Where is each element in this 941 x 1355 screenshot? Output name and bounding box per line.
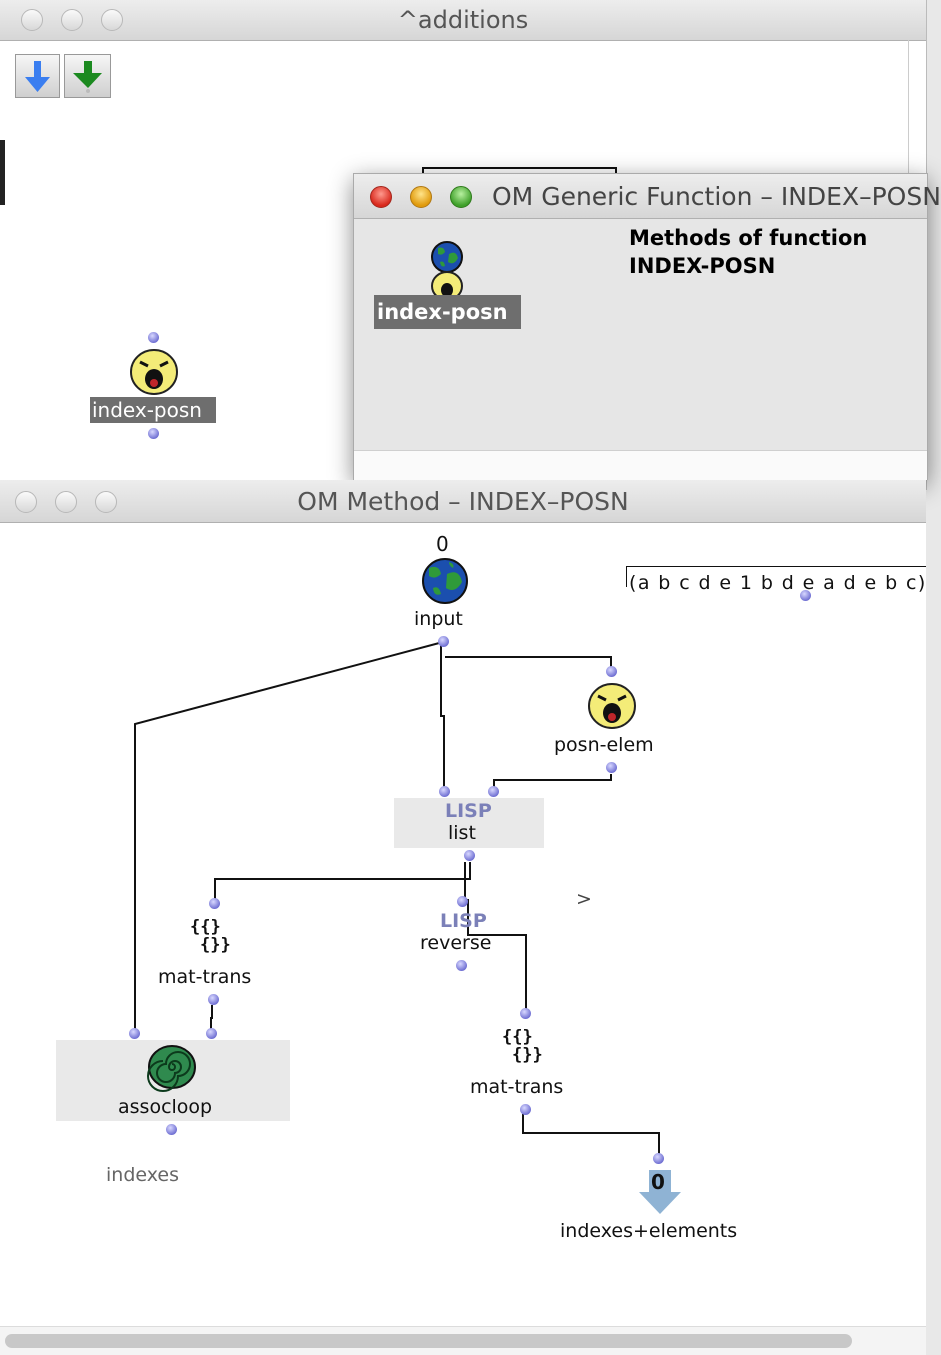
indexes-output-label[interactable]: indexes [106,1164,179,1186]
additions-titlebar[interactable]: ^additions [0,0,926,41]
input-index: 0 [436,532,449,556]
spiral-loop-icon [147,1045,196,1092]
mat-trans-to-assocloop-line [210,1005,213,1030]
method-title: OM Method – INDEX–POSN [297,487,629,516]
green-down-arrow-icon [73,61,102,93]
blue-down-arrow-icon [25,61,50,92]
generic-minimize-button[interactable] [410,186,432,208]
reverse-lisp-icon: LISP [440,910,487,932]
reverse-to-mat-trans-line [467,899,527,1010]
list-inlet-2[interactable] [488,786,499,797]
input-to-assocloop-line [134,641,444,1030]
input-outlet[interactable] [438,636,449,647]
generic-bottom-panel [354,450,927,480]
horizontal-scrollbar-track[interactable] [0,1326,926,1355]
additions-zoom-button[interactable] [101,9,123,31]
generic-icon-label[interactable]: index-posn [374,295,521,329]
matrix-icon-line1: {{} [190,917,221,937]
posn-elem-outlet[interactable] [606,762,617,773]
generic-function-window: OM Generic Function – INDEX–POSN index-p… [353,173,941,480]
mat-trans-left-icon[interactable]: {{} {}} [190,918,231,954]
posn-elem-to-list-line [493,774,612,788]
list-value-box[interactable]: (a b c d e 1 b d e a d e b c) [626,566,926,594]
methods-title-line2: INDEX-POSN [629,254,776,278]
globe-input-icon[interactable] [419,556,471,606]
additions-close-button[interactable] [21,9,43,31]
index-posn-label[interactable]: index-posn [90,397,216,423]
input-to-posn-elem-line [445,656,612,670]
posn-elem-face-icon[interactable] [586,681,638,731]
list-value-text: (a b c d e 1 b d e a d e b c) [629,572,927,594]
mat-trans-right-icon[interactable]: {{} {}} [502,1028,543,1064]
reverse-outlet[interactable] [456,960,467,971]
input-to-list-line [440,642,445,788]
output-arrow-icon[interactable] [638,1168,682,1216]
generic-titlebar[interactable]: OM Generic Function – INDEX–POSN [354,174,941,219]
list-to-mat-trans-line [214,862,471,900]
assocloop-inlet-2[interactable] [206,1028,217,1039]
patch-connections [134,641,660,1156]
output-inlet[interactable] [653,1153,664,1164]
assocloop-label: assocloop [118,1096,213,1118]
output-index: 0 [651,1170,665,1194]
matrix-icon-line2: {}} [512,1045,543,1065]
generic-title: OM Generic Function – INDEX–POSN [492,182,941,211]
method-zoom-button[interactable] [95,491,117,513]
list-box[interactable] [394,798,544,848]
comparator-symbol: > [576,888,592,910]
horizontal-scrollbar-thumb[interactable] [5,1334,852,1348]
list-lisp-icon: LISP [445,800,492,822]
mat-trans-left-outlet[interactable] [208,994,219,1005]
assocloop-inlet-1[interactable] [129,1028,140,1039]
mat-trans-right-inlet[interactable] [520,1008,531,1019]
posn-elem-label[interactable]: posn-elem [554,734,654,756]
posn-elem-inlet[interactable] [606,666,617,677]
matrix-icon-line1: {{} [502,1027,533,1047]
index-posn-outlet[interactable] [148,428,159,439]
methods-title-line1: Methods of function [629,226,868,250]
left-edge-fragment [0,140,5,205]
import-down-green-button[interactable] [64,54,111,98]
list-outlet[interactable] [464,850,475,861]
right-edge-divider [908,40,909,180]
method-titlebar[interactable]: OM Method – INDEX–POSN [0,480,926,523]
mat-trans-left-inlet[interactable] [209,898,220,909]
mat-trans-right-label[interactable]: mat-trans [470,1076,564,1098]
list-value-outlet[interactable] [800,590,811,601]
generic-zoom-button[interactable] [450,186,472,208]
list-inlet-1[interactable] [439,786,450,797]
mat-trans-right-outlet[interactable] [520,1104,531,1115]
assocloop-outlet[interactable] [166,1124,177,1135]
index-posn-inlet[interactable] [148,332,159,343]
screaming-face-icon[interactable] [128,347,180,397]
matrix-icon-line2: {}} [200,935,231,955]
input-label[interactable]: input [414,608,463,630]
output-label[interactable]: indexes+elements [560,1220,738,1242]
mat-trans-left-label[interactable]: mat-trans [158,966,252,988]
method-close-button[interactable] [15,491,37,513]
generic-close-button[interactable] [370,186,392,208]
method-minimize-button[interactable] [55,491,77,513]
import-down-button[interactable] [15,54,60,98]
mat-trans-to-output-line [522,1114,660,1156]
list-label: list [448,822,476,844]
globe-icon[interactable] [430,240,464,274]
reverse-label[interactable]: reverse [420,932,492,954]
reverse-inlet[interactable] [457,896,468,907]
additions-title: ^additions [397,6,529,34]
method-window: OM Method – INDEX–POSN 0 input (a b c d … [0,480,926,1355]
additions-minimize-button[interactable] [61,9,83,31]
